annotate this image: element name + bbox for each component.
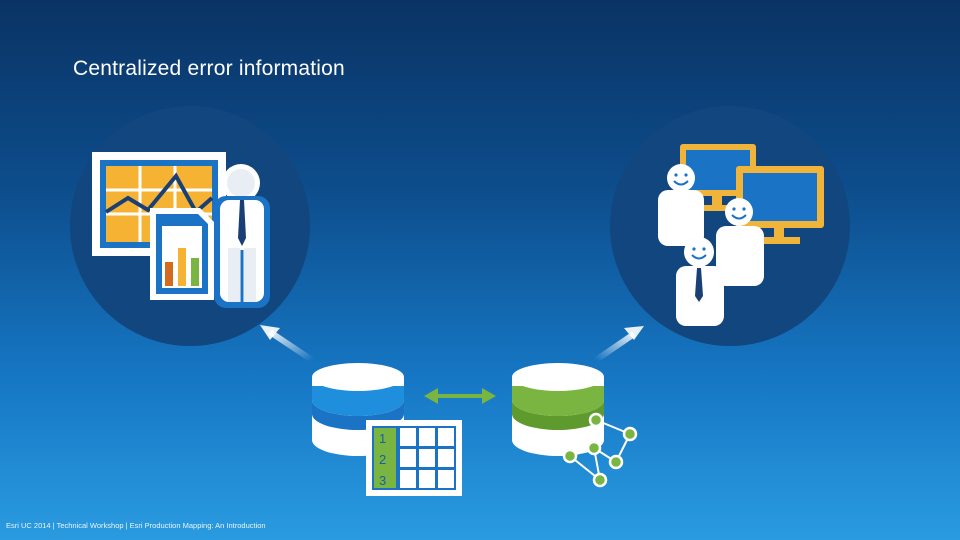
slide-footer: Esri UC 2014 | Technical Workshop | Esri… xyxy=(6,521,266,530)
table-row-number: 3 xyxy=(379,473,386,488)
report-arrow-icon xyxy=(260,325,312,360)
sync-arrow-icon xyxy=(424,388,496,404)
table-row-number: 1 xyxy=(379,431,386,446)
users-arrow-icon xyxy=(596,326,644,360)
table-row-number: 2 xyxy=(379,452,386,467)
